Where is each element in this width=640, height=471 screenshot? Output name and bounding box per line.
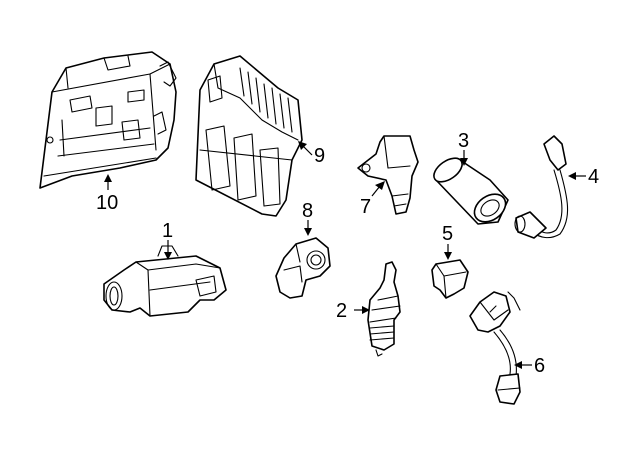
part-8-knock-sensor bbox=[275, 237, 331, 299]
part-3-sensor-boot bbox=[433, 157, 509, 225]
part-4-sensor-wire bbox=[514, 135, 569, 239]
part-5-small-sensor bbox=[431, 259, 469, 299]
callout-6: 6 bbox=[534, 355, 545, 377]
callout-labels: 1 2 3 4 5 6 7 8 9 10 bbox=[96, 130, 599, 377]
callout-8: 8 bbox=[302, 200, 313, 222]
callout-3: 3 bbox=[458, 130, 469, 152]
part-1-ignition-coil bbox=[103, 245, 227, 317]
callout-10: 10 bbox=[96, 192, 118, 214]
callout-5: 5 bbox=[442, 223, 453, 245]
part-6-oxygen-sensor bbox=[469, 291, 521, 405]
callout-4: 4 bbox=[588, 166, 599, 188]
part-2-spark-plug bbox=[367, 261, 401, 357]
callout-7: 7 bbox=[360, 196, 371, 218]
callout-9: 9 bbox=[314, 145, 325, 167]
callout-2: 2 bbox=[336, 300, 347, 322]
part-9-engine-control-module bbox=[195, 55, 303, 217]
part-7-position-sensor bbox=[357, 135, 419, 215]
callout-1: 1 bbox=[162, 220, 173, 242]
callout-leaders bbox=[104, 141, 586, 369]
part-10-control-module-bracket bbox=[39, 51, 177, 189]
